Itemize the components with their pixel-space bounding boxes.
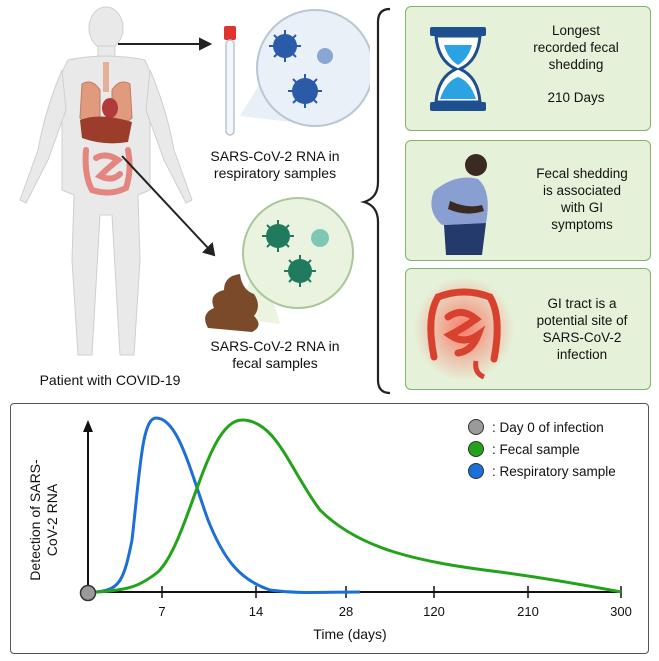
- fecal-virus-magnifier-icon: [205, 197, 354, 332]
- box-longest-shedding: Longest recorded fecal shedding 210 Days: [405, 6, 651, 131]
- patient-body-illustration: [19, 6, 216, 356]
- chart-panel: [10, 403, 649, 654]
- respiratory-series-line: [95, 416, 361, 594]
- x-tick-label-300: 300: [610, 604, 632, 619]
- patient-caption: Patient with COVID-19: [39, 372, 181, 388]
- box2-line2: is associated: [542, 183, 622, 198]
- legend-label-day0: : Day 0 of infection: [492, 420, 604, 435]
- curly-brace: [360, 7, 391, 395]
- box2-line4: symptoms: [551, 217, 613, 232]
- y-axis-label: Detection of SARS-CoV-2 RNA: [27, 459, 60, 581]
- swab-tube-icon: [224, 26, 236, 136]
- fecal-series-line: [95, 418, 622, 594]
- x-tick-label-7: 7: [158, 604, 165, 619]
- box1-line1: Longest: [551, 23, 601, 38]
- box3-line2: potential site of: [536, 313, 628, 328]
- respiratory-virus-magnifier-icon: [240, 9, 370, 127]
- respiratory-caption-line2: respiratory samples: [213, 165, 337, 181]
- stool-icon: [205, 274, 259, 332]
- legend-label-respiratory: : Respiratory sample: [492, 464, 616, 479]
- x-tick-label-210: 210: [517, 604, 539, 619]
- box1-line3: shedding: [548, 57, 604, 72]
- legend-swatch-respiratory: [468, 463, 484, 479]
- x-axis-label: Time (days): [313, 626, 387, 642]
- fecal-caption-line2: fecal samples: [232, 355, 318, 371]
- hourglass-icon: [430, 27, 486, 111]
- abdominal-pain-person-icon: [431, 154, 488, 255]
- x-tick-label-120: 120: [423, 604, 445, 619]
- x-tick-label-14: 14: [249, 604, 263, 619]
- box1-line2: recorded fecal: [533, 40, 619, 55]
- y-axis-arrowhead: [83, 420, 93, 432]
- day-0-marker: [79, 584, 97, 602]
- legend-swatch-day0: [468, 419, 484, 435]
- legend-swatch-fecal: [468, 441, 484, 457]
- x-tick-label-28: 28: [339, 604, 353, 619]
- respiratory-caption-line1: SARS-CoV-2 RNA in: [210, 148, 340, 164]
- box3-line3: SARS-CoV-2: [542, 330, 622, 345]
- box1-days: 210 Days: [547, 90, 605, 105]
- box2-line3: with GI: [560, 200, 603, 215]
- inflamed-intestine-icon: [414, 277, 514, 381]
- fecal-caption-line1: SARS-CoV-2 RNA in: [210, 338, 340, 354]
- box-gi-symptoms: Fecal shedding is associated with GI sym…: [405, 140, 651, 261]
- box3-line4: infection: [556, 347, 608, 362]
- legend-label-fecal: : Fecal sample: [492, 442, 580, 457]
- box-gi-tract-site: GI tract is a potential site of SARS-CoV…: [405, 268, 651, 390]
- box3-line1: GI tract is a: [547, 296, 617, 311]
- box2-line1: Fecal shedding: [536, 166, 628, 181]
